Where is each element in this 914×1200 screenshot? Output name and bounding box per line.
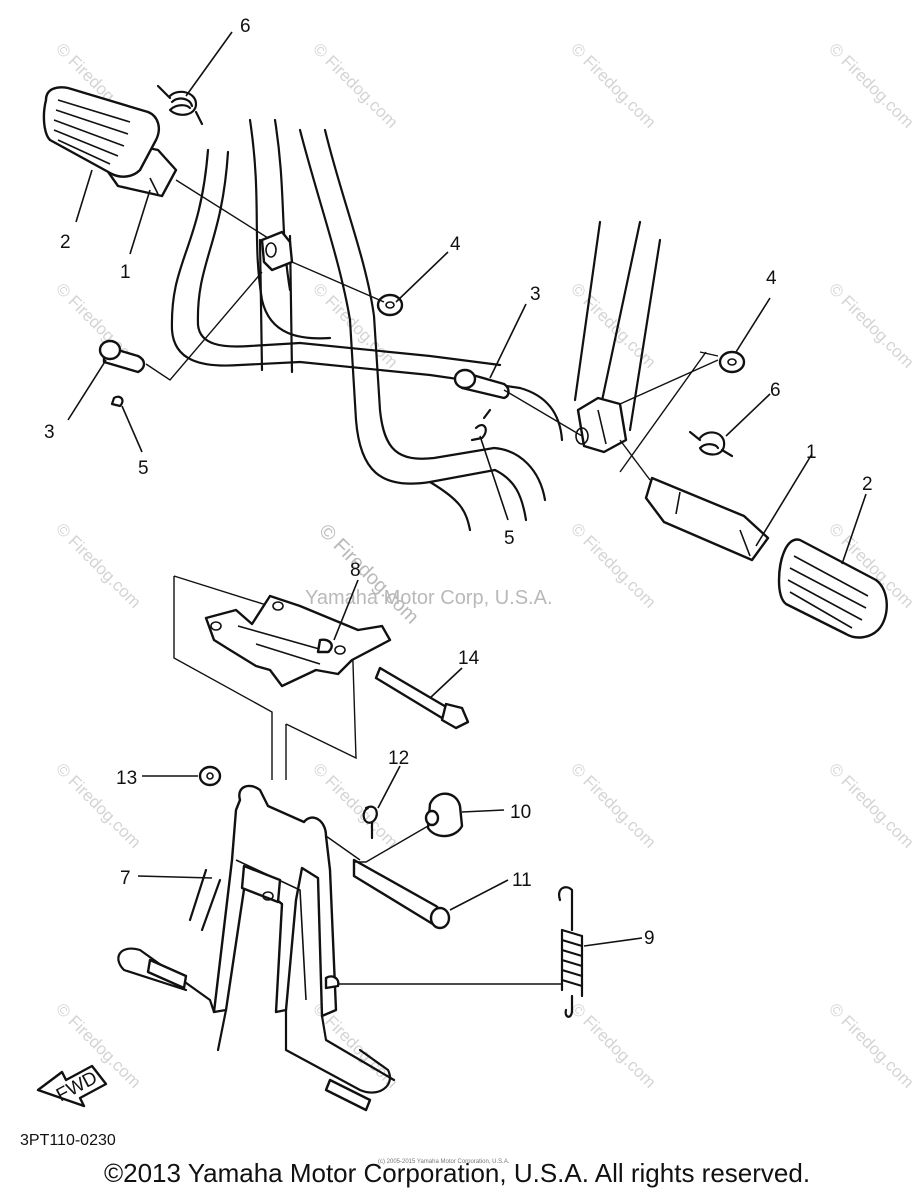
frame-tubes	[170, 118, 662, 532]
footrest-rubber-upper-left	[42, 86, 160, 178]
footrest-rubber-right	[777, 538, 888, 639]
watermark-text: © Firedog.com	[309, 39, 401, 131]
watermark-text: © Firedog.com	[825, 759, 914, 851]
snap-clip	[362, 805, 378, 840]
forward-arrow-icon: FWD	[36, 1064, 108, 1108]
callout-1-right: 1	[806, 442, 817, 463]
callout-numbers: 6 2 1 4 3 5 3 5 4 6 1 2 8 14 13 12 10 7 …	[44, 16, 873, 949]
stand-guide-lines	[325, 825, 562, 985]
footrest-right	[644, 476, 770, 562]
watermark-text: © Firedog.com	[52, 519, 144, 611]
callout-9: 9	[644, 928, 655, 949]
stand-pin	[352, 858, 451, 930]
pin-left	[98, 339, 146, 374]
cotter-pin-right	[470, 408, 492, 442]
bolt	[374, 666, 470, 730]
callout-4-right: 4	[766, 268, 777, 289]
watermark-yamaha-center: Yamaha Motor Corp, U.S.A.	[305, 587, 553, 609]
watermark-text: © Firedog.com	[309, 279, 401, 371]
callout-leaders	[67, 31, 867, 947]
pin-right	[453, 368, 510, 400]
callout-8: 8	[350, 560, 361, 581]
watermark-firedog-center: © Firedog.com	[314, 520, 423, 629]
callout-3-left: 3	[44, 422, 55, 443]
watermark-text: © Firedog.com	[825, 39, 914, 131]
washer-right	[718, 350, 746, 374]
callout-5-right: 5	[504, 528, 515, 549]
watermark-text: © Firedog.com	[567, 39, 659, 131]
collar	[424, 792, 464, 838]
center-stand	[117, 784, 396, 1112]
spring-right	[688, 430, 734, 458]
watermark-text: © Firedog.com	[825, 999, 914, 1091]
spring-upper	[156, 84, 204, 126]
frame-footrest-bracket-right	[575, 396, 628, 454]
watermark-text: © Firedog.com	[567, 759, 659, 851]
callout-7: 7	[120, 868, 131, 889]
assembly-guide-lines	[145, 179, 719, 481]
watermark-text: © Firedog.com	[825, 279, 914, 371]
callout-10: 10	[510, 802, 531, 823]
watermark-text: © Firedog.com	[567, 999, 659, 1091]
callout-11: 11	[512, 870, 532, 891]
callout-6-upper: 6	[240, 16, 251, 37]
stand-spring	[324, 886, 584, 1018]
tiny-copyright-text: (c) 2005-2015 Yamaha Motor Corporation, …	[378, 1159, 510, 1165]
callout-6-right: 6	[770, 380, 781, 401]
washer-left	[376, 293, 404, 317]
diagram-code: 3PT110-0230	[20, 1132, 116, 1149]
watermark-text: © Firedog.com	[567, 519, 659, 611]
callout-5-left: 5	[138, 458, 149, 479]
callout-2-right: 2	[862, 474, 873, 495]
stand-bracket	[173, 575, 392, 780]
callout-2-upper: 2	[60, 232, 71, 253]
callout-3-right: 3	[530, 284, 541, 305]
callout-4-left: 4	[450, 234, 461, 255]
callout-14: 14	[458, 648, 480, 669]
callout-13: 13	[116, 768, 137, 789]
callout-1-upper: 1	[120, 262, 131, 283]
cotter-pin-left	[110, 395, 124, 408]
callout-12: 12	[388, 748, 409, 769]
plain-washer	[198, 765, 222, 787]
copyright-text: ©2013 Yamaha Motor Corporation, U.S.A. A…	[103, 1158, 811, 1188]
